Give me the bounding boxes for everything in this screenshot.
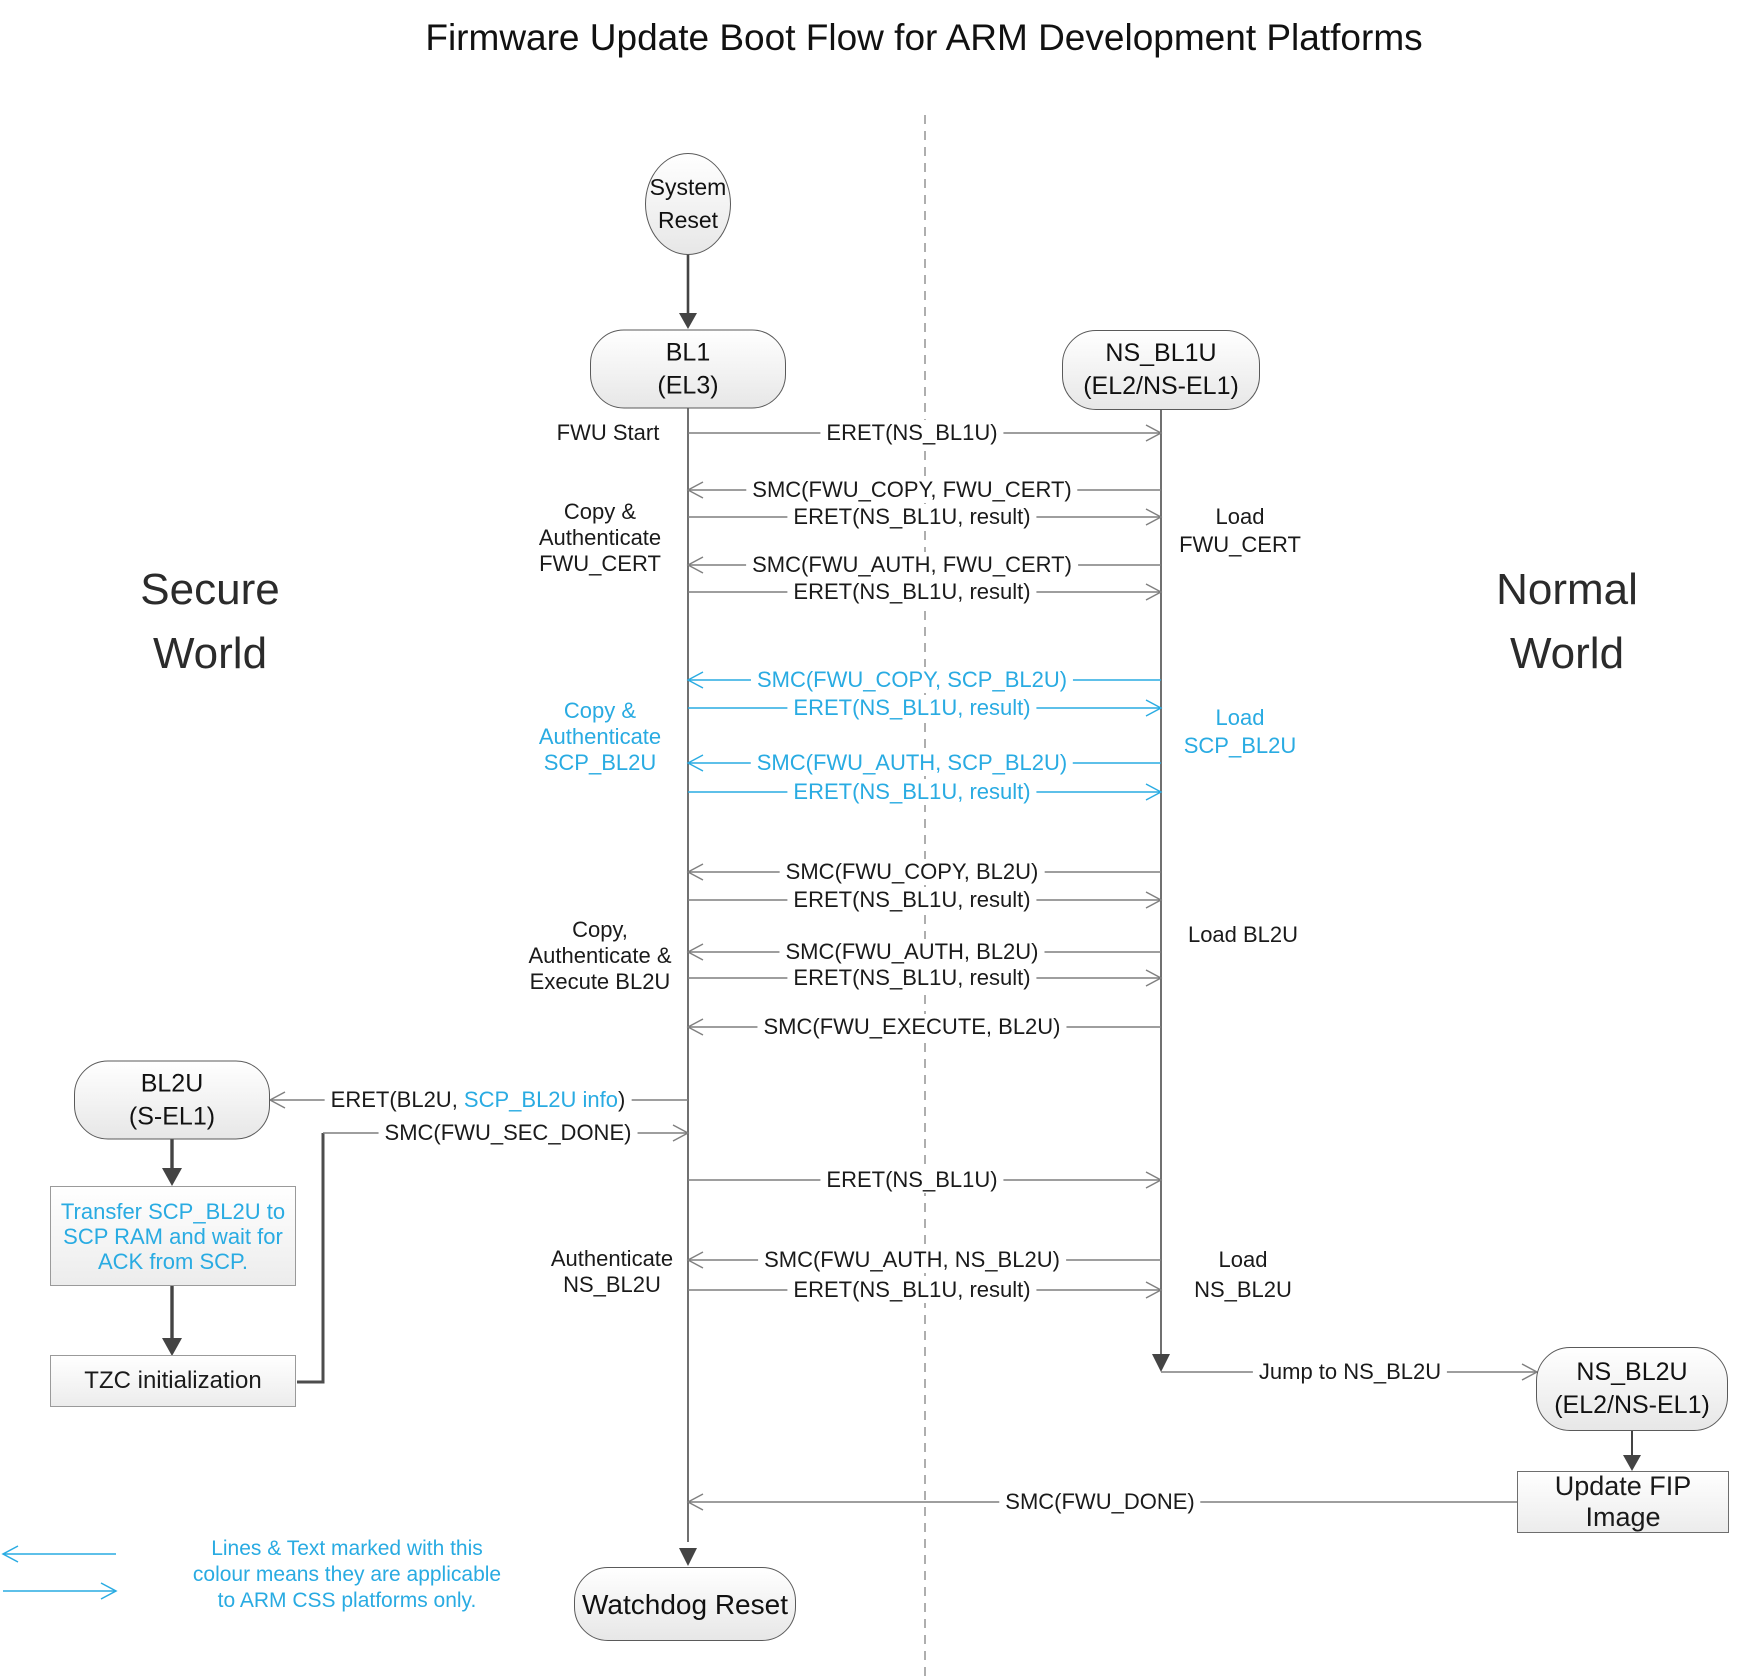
message-label: SMC(FWU_AUTH, FWU_CERT) bbox=[746, 552, 1078, 578]
message-label: SMC(FWU_COPY, BL2U) bbox=[779, 859, 1045, 885]
copy-auth-fwu-cert-label: Copy & Authenticate FWU_CERT bbox=[538, 499, 662, 576]
message-label: ERET(NS_BL1U) bbox=[820, 420, 1004, 446]
message-label: ERET(NS_BL1U, result) bbox=[787, 965, 1037, 991]
watchdog-reset-node: Watchdog Reset bbox=[574, 1567, 796, 1641]
message-label: SMC(FWU_COPY, FWU_CERT) bbox=[746, 477, 1078, 503]
secure-world-label: Secure World bbox=[140, 565, 280, 678]
ns-bl1u-node: NS_BL1U (EL2/NS-EL1) bbox=[1062, 330, 1260, 410]
message-label: ERET(NS_BL1U, result) bbox=[787, 779, 1037, 805]
bl1-lifeline-end-arrowhead bbox=[679, 1548, 697, 1566]
ns-bl2u-node: NS_BL2U (EL2/NS-EL1) bbox=[1536, 1347, 1728, 1431]
copy-auth-exec-bl2u-label: Copy, Authenticate & Execute BL2U bbox=[528, 917, 672, 994]
update-fip-box: Update FIP Image bbox=[1517, 1471, 1729, 1533]
legend-css-note: Lines & Text marked with this colour mea… bbox=[192, 1537, 502, 1612]
legend-css-arrows bbox=[1, 1545, 118, 1600]
eret-bl2u-label: ERET(BL2U, SCP_BL2U info) bbox=[324, 1087, 632, 1113]
message-label: SMC(FWU_AUTH, BL2U) bbox=[779, 939, 1045, 965]
diagram-title: Firmware Update Boot Flow for ARM Develo… bbox=[425, 17, 1423, 58]
load-scp-bl2u-label: Load SCP_BL2U bbox=[1183, 705, 1297, 758]
transfer-scp-box: Transfer SCP_BL2U to SCP RAM and wait fo… bbox=[50, 1186, 296, 1286]
load-ns-bl2u-label: Load NS_BL2U bbox=[1194, 1247, 1292, 1302]
bl1-node: BL1 (EL3) bbox=[590, 329, 786, 409]
message-label: SMC(FWU_COPY, SCP_BL2U) bbox=[750, 667, 1074, 693]
ns-bl2u-to-fip-arrow bbox=[1623, 1430, 1641, 1471]
fwu-start-label: FWU Start bbox=[556, 420, 660, 445]
smc-done-label: SMC(FWU_DONE) bbox=[999, 1489, 1201, 1515]
message-label: ERET(NS_BL1U, result) bbox=[787, 695, 1037, 721]
system-reset-to-bl1-arrow bbox=[679, 254, 697, 329]
message-label: ERET(NS_BL1U, result) bbox=[787, 579, 1037, 605]
message-label: ERET(NS_BL1U, result) bbox=[787, 504, 1037, 530]
message-label: SMC(FWU_EXECUTE, BL2U) bbox=[757, 1014, 1067, 1040]
auth-ns-bl2u-label: Authenticate NS_BL2U bbox=[550, 1246, 674, 1297]
tzc-return-elbow bbox=[297, 1133, 325, 1384]
message-label: SMC(FWU_AUTH, NS_BL2U) bbox=[758, 1247, 1066, 1273]
normal-world-label: Normal World bbox=[1496, 565, 1638, 678]
bl2u-flow-arrows bbox=[162, 1139, 182, 1356]
copy-auth-scp-bl2u-label: Copy & Authenticate SCP_BL2U bbox=[538, 698, 662, 775]
message-label: ERET(NS_BL1U, result) bbox=[787, 1277, 1037, 1303]
message-label: ERET(NS_BL1U, result) bbox=[787, 887, 1037, 913]
load-fwu-cert-label: Load FWU_CERT bbox=[1179, 504, 1301, 557]
load-bl2u-label: Load BL2U bbox=[1187, 922, 1299, 947]
message-label: ERET(NS_BL1U) bbox=[820, 1167, 1004, 1193]
jump-to-ns-bl2u-label: Jump to NS_BL2U bbox=[1252, 1359, 1448, 1385]
bl2u-node: BL2U (S-EL1) bbox=[74, 1060, 270, 1140]
message-label: SMC(FWU_AUTH, SCP_BL2U) bbox=[750, 750, 1074, 776]
smc-sec-done-label: SMC(FWU_SEC_DONE) bbox=[378, 1120, 638, 1146]
tzc-init-box: TZC initialization bbox=[50, 1355, 296, 1407]
system-reset-node: System Reset bbox=[645, 153, 731, 255]
